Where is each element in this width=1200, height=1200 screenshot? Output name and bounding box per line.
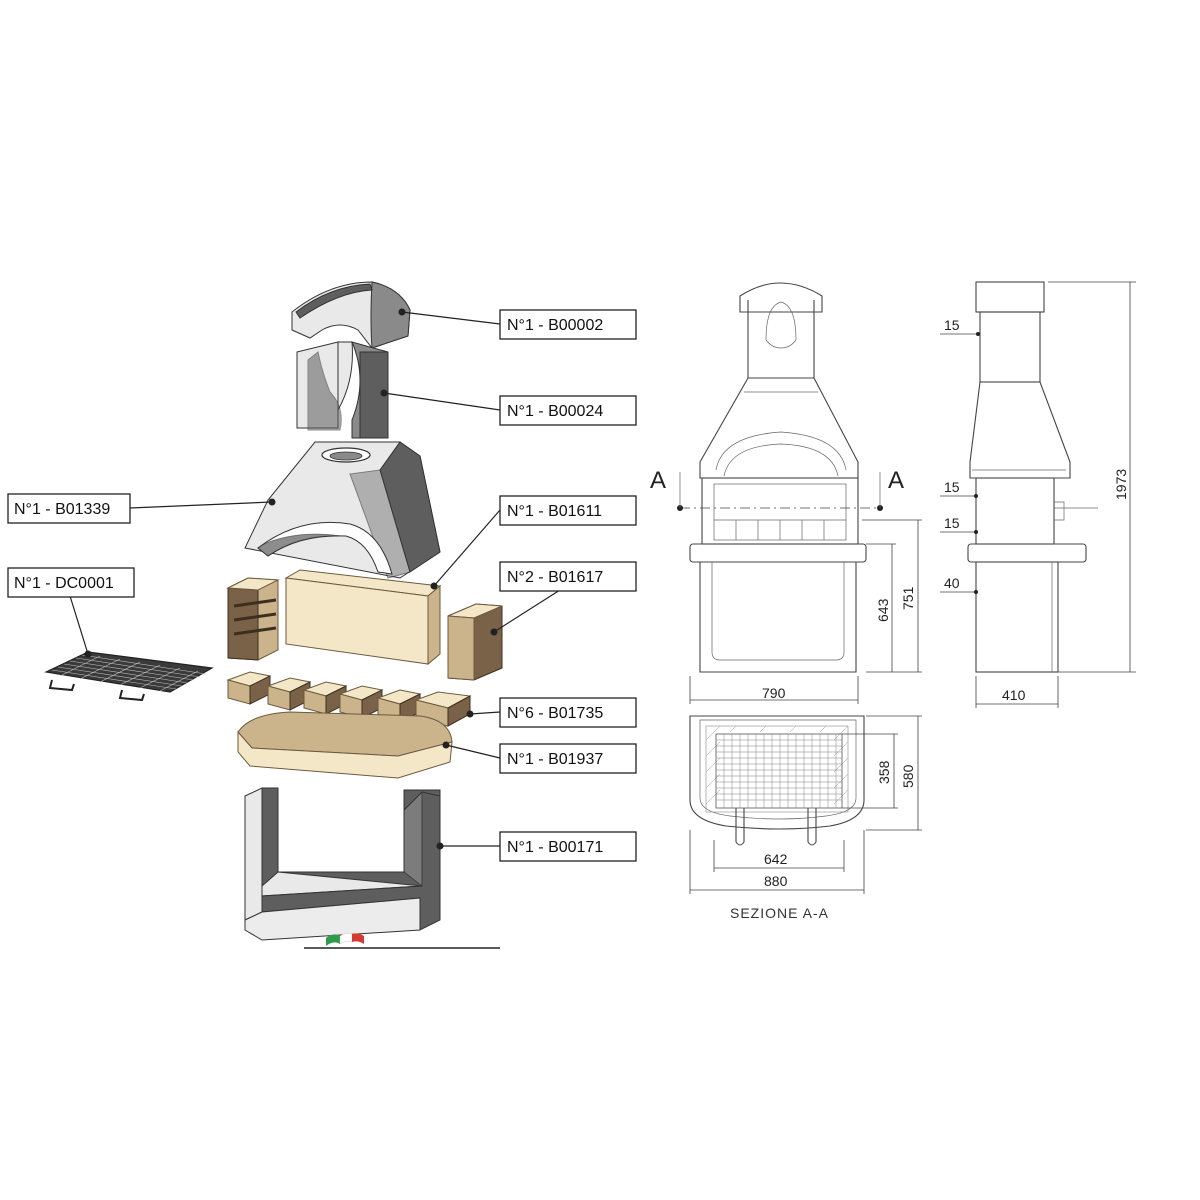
svg-text:N°1 - DC0001: N°1 - DC0001 <box>14 575 114 592</box>
part-side-brick-left <box>226 577 280 661</box>
exploded-view: N°1 - B00002 N°1 - B00024 N°1 - B01339 N… <box>7 281 637 949</box>
label-b00171: N°1 - B00171 <box>499 831 637 862</box>
label-b00002: N°1 - B00002 <box>499 309 637 340</box>
label-b01611: N°1 - B01611 <box>499 495 637 526</box>
svg-text:N°1 - B01937: N°1 - B01937 <box>507 751 603 768</box>
dim-section-width: 880 <box>764 873 788 889</box>
dim-side-15-b: 15 <box>944 515 960 531</box>
dim-front-inner-height: 643 <box>875 598 891 622</box>
dim-front-height: 751 <box>900 586 916 610</box>
label-b01937: N°1 - B01937 <box>499 743 637 774</box>
label-b01339: N°1 - B01339 <box>7 493 131 524</box>
svg-text:N°6 - B01735: N°6 - B01735 <box>507 705 603 722</box>
label-dc0001: N°1 - DC0001 <box>7 567 135 598</box>
dim-side-depth: 410 <box>1002 687 1026 703</box>
part-flue <box>296 341 389 439</box>
dim-side-total-height: 1973 <box>1113 469 1129 500</box>
svg-text:N°1 - B00024: N°1 - B00024 <box>507 403 603 420</box>
part-hood <box>244 441 441 579</box>
label-b00024: N°1 - B00024 <box>499 395 637 426</box>
leader-lines <box>69 308 561 850</box>
front-view: A A 790 643 751 <box>650 282 922 704</box>
part-grill-grate <box>44 651 214 702</box>
section-view: 358 580 642 880 SEZIONE A-A <box>689 715 922 921</box>
svg-text:N°2 - B01617: N°2 - B01617 <box>507 569 603 586</box>
dim-front-width: 790 <box>762 685 786 701</box>
label-b01617: N°2 - B01617 <box>499 561 637 592</box>
dim-side-15-a: 15 <box>944 479 960 495</box>
svg-text:N°1 - B00002: N°1 - B00002 <box>507 317 603 334</box>
italian-flag-icon <box>304 933 500 949</box>
dim-section-depth: 580 <box>900 764 916 788</box>
svg-text:N°1 - B01611: N°1 - B01611 <box>507 503 602 520</box>
part-back-brick <box>284 569 442 666</box>
section-mark-left: A <box>650 467 666 494</box>
part-chimney-cap <box>291 281 411 349</box>
part-side-brick-right <box>447 603 503 681</box>
dim-side-15-top: 15 <box>944 317 960 333</box>
svg-text:N°1 - B01339: N°1 - B01339 <box>14 501 110 518</box>
dim-side-40: 40 <box>944 575 960 591</box>
part-labels: N°1 - B00002 N°1 - B00024 N°1 - B01339 N… <box>7 309 637 862</box>
section-mark-right: A <box>888 467 904 494</box>
label-b01735: N°6 - B01735 <box>499 697 637 728</box>
section-caption: SEZIONE A-A <box>730 905 829 921</box>
svg-text:N°1 - B00171: N°1 - B00171 <box>507 839 603 856</box>
part-base <box>244 787 441 941</box>
dim-section-inner-depth: 358 <box>876 760 892 784</box>
part-small-bricks <box>226 671 472 727</box>
dim-section-inner-width: 642 <box>764 851 788 867</box>
side-view: 15 15 15 40 1973 410 <box>940 281 1136 708</box>
part-hearth-slab <box>237 711 453 779</box>
